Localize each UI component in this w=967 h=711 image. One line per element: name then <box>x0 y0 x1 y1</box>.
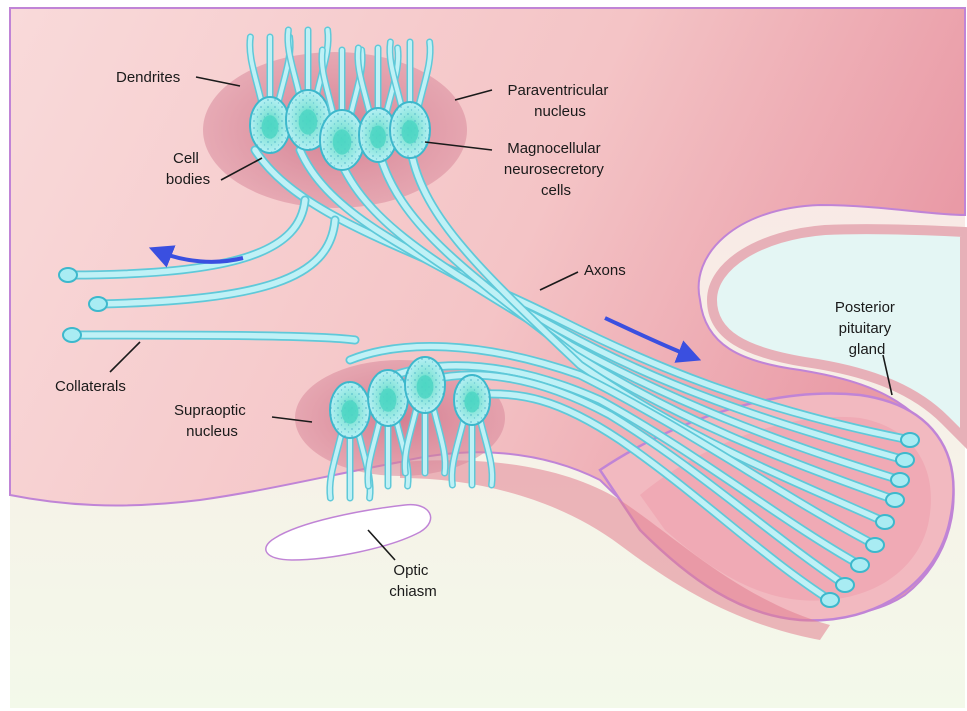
axon-terminal-9 <box>821 593 839 607</box>
so-cell-nucleus-2 <box>380 388 397 412</box>
pv-cell-nucleus-2 <box>299 109 317 134</box>
pv-cell-nucleus-3 <box>333 129 351 154</box>
label-dendrites: Dendrites <box>116 69 180 86</box>
so-cell-nucleus-4 <box>464 392 479 413</box>
pv-cell-nucleus-1 <box>262 115 279 139</box>
axon-terminal-5 <box>876 515 894 529</box>
axon-terminal-6 <box>866 538 884 552</box>
label-collaterals: Collaterals <box>55 378 126 395</box>
axon-terminal-8 <box>836 578 854 592</box>
pv-cell-nucleus-5 <box>402 120 419 144</box>
axon-terminal-4 <box>886 493 904 507</box>
collateral-terminal-2 <box>89 297 107 311</box>
so-cell-nucleus-3 <box>417 375 434 399</box>
axon-terminal-3 <box>891 473 909 487</box>
so-cell-nucleus-1 <box>342 400 359 424</box>
axon-terminal-7 <box>851 558 869 572</box>
label-axons: Axons <box>584 262 626 279</box>
axon-terminal-2 <box>896 453 914 467</box>
collateral-terminal-3 <box>63 328 81 342</box>
collateral-terminal-1 <box>59 268 77 282</box>
pv-cell-nucleus-4 <box>370 126 386 149</box>
axon-terminal-1 <box>901 433 919 447</box>
